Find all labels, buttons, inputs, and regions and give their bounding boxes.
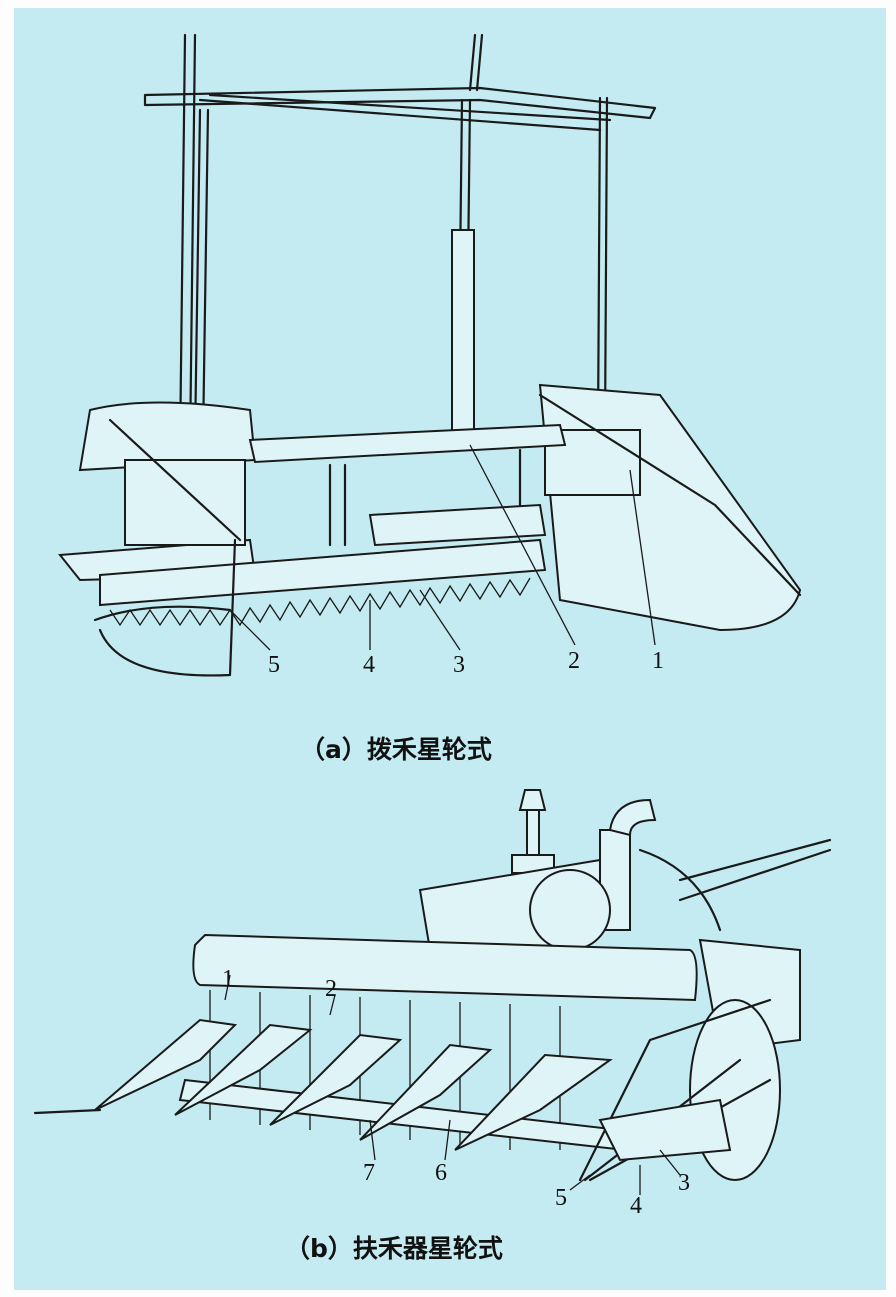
label-a-4: 4	[363, 652, 375, 678]
caption-a: （a）拨禾星轮式	[300, 735, 492, 764]
label-b-1: 1	[222, 966, 234, 992]
label-b-5: 5	[555, 1185, 567, 1211]
label-b-6: 6	[435, 1160, 447, 1186]
figure-b-drawing: 1 2 7 6 5 4 3	[33, 789, 832, 1219]
caption-b: （b）扶禾器星轮式	[285, 1234, 503, 1263]
label-b-7: 7	[363, 1160, 375, 1186]
label-a-5: 5	[268, 652, 280, 678]
label-a-2: 2	[568, 648, 580, 674]
label-a-1: 1	[652, 648, 664, 674]
label-b-3: 3	[678, 1170, 690, 1196]
label-b-2: 2	[325, 976, 337, 1002]
label-a-3: 3	[453, 652, 465, 678]
label-b-4: 4	[630, 1193, 642, 1219]
figure-a-drawing: 5 4 3 2 1	[58, 33, 802, 678]
